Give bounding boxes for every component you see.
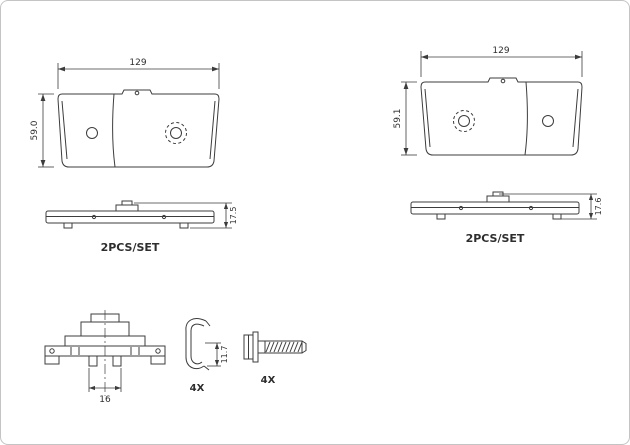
- pad-right-chamfer-circle: [453, 110, 475, 132]
- pad-right-thickness-value: 17.6: [594, 198, 603, 216]
- pad-right-hole-2: [458, 115, 470, 127]
- spring-clip-view: 11.7 4X: [185, 318, 229, 394]
- pad-profile-view-right: 17.6 2PCS/SET: [410, 191, 603, 245]
- pad-left-tab-hole: [134, 90, 140, 96]
- set-label-left: 2PCS/SET: [101, 241, 160, 254]
- pad-left-chamfer-circle: [165, 122, 187, 144]
- dim-clip-height: 11.7: [205, 342, 229, 367]
- pad-left-thickness-value: 17.5: [229, 207, 238, 225]
- pad-right-tab-hole: [500, 78, 506, 84]
- pad-front-view-left: 129 59.0: [30, 58, 220, 168]
- pad-left-contour: [57, 89, 220, 168]
- set-label-right: 2PCS/SET: [466, 232, 525, 245]
- bolt-outline: [243, 331, 307, 363]
- pad-outline-right: [420, 77, 583, 156]
- pad-right-height-value: 59.1: [393, 108, 403, 128]
- dim-carrier-width: 16: [88, 368, 122, 405]
- pad-right-contour: [420, 77, 583, 156]
- carrier-hole-right: [155, 348, 161, 354]
- pad-left-height-value: 59.0: [30, 120, 40, 140]
- dim-height-right: 59.1: [393, 81, 417, 156]
- pad-right-seam-line: [524, 81, 528, 156]
- pad-right-width-value: 129: [492, 46, 509, 56]
- carrier-bracket-view: 16: [44, 310, 166, 405]
- spring-clip-outline: [185, 318, 211, 371]
- pad-right-hole-1: [542, 115, 554, 127]
- pad-left-hole-2: [170, 127, 182, 139]
- bolt-thread-hatching: [265, 341, 303, 353]
- clip-height-value: 11.7: [220, 346, 229, 364]
- bolt-quantity-label: 4X: [261, 375, 276, 386]
- pad-profile-left-shape: [45, 200, 215, 229]
- pad-left-hole-1: [86, 127, 98, 139]
- carrier-hole-left: [49, 348, 55, 354]
- dim-height-left: 59.0: [30, 93, 54, 168]
- dim-thickness-right: 17.6: [499, 193, 603, 220]
- pad-left-width-value: 129: [129, 58, 146, 68]
- pad-front-view-right: 129 59.1: [393, 46, 583, 156]
- carrier-outline: [44, 313, 166, 367]
- dim-width-right: 129: [420, 46, 583, 77]
- pad-left-seam-line: [112, 93, 116, 168]
- carrier-width-value: 16: [99, 395, 111, 405]
- bolt-view: 4X: [243, 331, 307, 386]
- clip-quantity-label: 4X: [190, 383, 205, 394]
- dim-thickness-left: 17.5: [134, 202, 238, 229]
- pad-profile-right-shape: [410, 191, 580, 220]
- dim-width-left: 129: [57, 58, 220, 89]
- pad-outline-left: [57, 89, 220, 168]
- pad-profile-view-left: 17.5 2PCS/SET: [45, 200, 238, 254]
